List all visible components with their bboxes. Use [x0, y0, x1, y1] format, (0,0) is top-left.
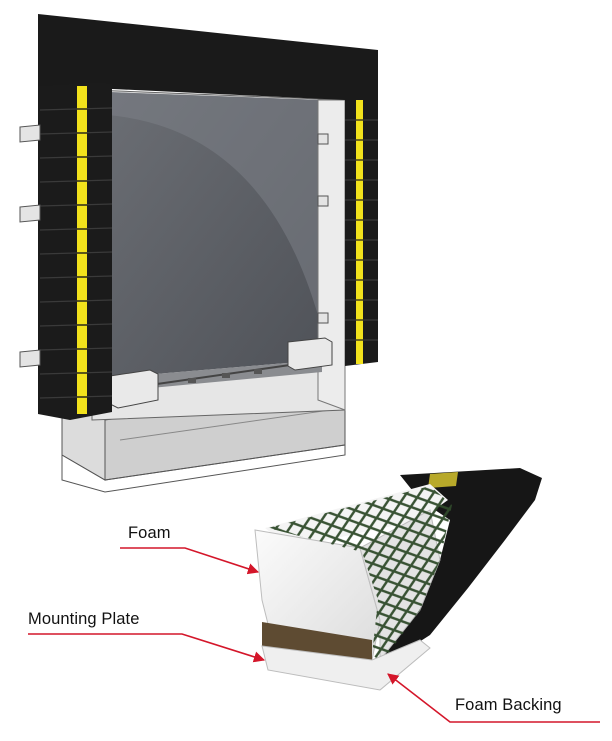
dock-shelter	[19, 14, 378, 493]
mounting-plate-label: Mounting Plate	[28, 610, 140, 628]
foam-backing-label: Foam Backing	[455, 696, 562, 714]
left-mounting-brackets	[19, 124, 41, 368]
left-pad-pleats	[39, 107, 113, 399]
netting	[268, 486, 452, 662]
callout-lines	[28, 547, 600, 723]
bumper-right	[287, 337, 333, 371]
mounting-plate-callout-line	[28, 633, 266, 663]
seal-cross-section	[254, 468, 542, 691]
right-yellow-stripe	[356, 100, 363, 364]
foam-label: Foam	[128, 524, 171, 542]
door-light-arc	[108, 92, 322, 330]
right-mounting-brackets	[317, 133, 329, 324]
left-yellow-stripe	[77, 86, 87, 414]
foam-backing-callout-line	[387, 673, 600, 723]
head-pad	[38, 14, 378, 100]
cover-yellow-stripe	[428, 472, 458, 488]
foam-callout-line	[120, 547, 260, 575]
left-side-pad	[38, 82, 112, 420]
mounting-plate	[262, 622, 372, 660]
fabric-cover	[380, 468, 542, 662]
